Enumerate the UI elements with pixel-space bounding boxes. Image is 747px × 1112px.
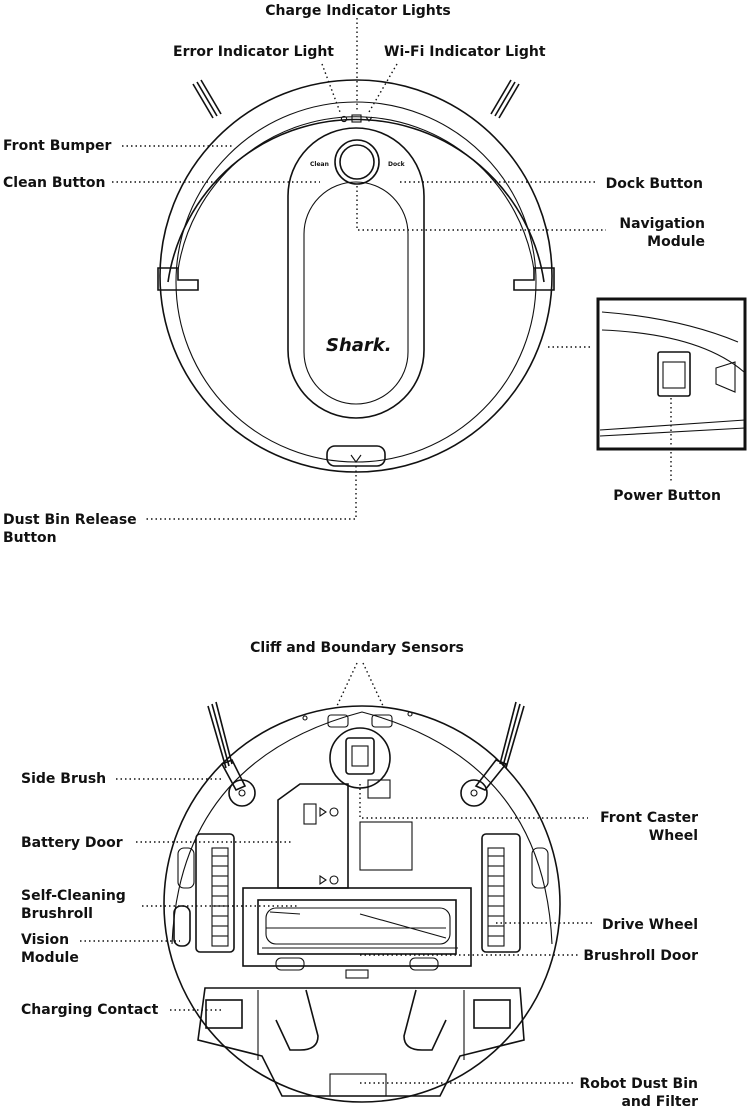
bottom-view-robot [163, 701, 561, 1103]
label-dust-bin-1: Robot Dust Bin [579, 1076, 698, 1092]
cliff-boundary-sensors [302, 711, 413, 728]
top-view-robot: Clean Dock Shark. [157, 79, 555, 473]
battery-door [277, 783, 349, 889]
charging-contact-left [205, 999, 243, 1029]
label-brushroll-door: Brushroll Door [583, 948, 698, 964]
top-side-brush-right [490, 79, 520, 119]
label-error-indicator-light: Error Indicator Light [173, 44, 334, 60]
drive-wheel-left [195, 833, 235, 953]
label-navigation-module-2: Module [647, 234, 705, 250]
label-charging-contact: Charging Contact [21, 1002, 159, 1018]
front-caster-wheel [329, 727, 391, 789]
charging-contact-right [473, 999, 511, 1029]
shark-logo: Shark. [326, 335, 392, 356]
label-drive-wheel: Drive Wheel [602, 917, 698, 933]
label-front-caster-2: Wheel [649, 828, 698, 844]
brushroll-door [242, 887, 472, 979]
power-button[interactable] [657, 351, 691, 397]
top-panel-inner [303, 181, 409, 405]
label-front-bumper: Front Bumper [3, 138, 111, 154]
robot-top-shell [175, 101, 537, 463]
label-power-button: Power Button [613, 488, 721, 504]
label-charge-indicator-lights: Charge Indicator Lights [265, 3, 451, 19]
top-side-brush-left [192, 79, 222, 119]
drive-wheel-right [481, 833, 521, 953]
bottom-side-brush-right [460, 701, 525, 807]
indicator-lights [340, 114, 373, 123]
front-bumper [167, 118, 545, 283]
clean-button-text[interactable]: Clean [310, 161, 329, 168]
label-navigation-module-1: Navigation [619, 216, 705, 232]
label-self-cleaning-1: Self-Cleaning [21, 888, 126, 904]
self-cleaning-brushroll [265, 907, 451, 945]
top-panel-outer [287, 127, 425, 419]
label-side-brush: Side Brush [21, 771, 106, 787]
label-vision-module-2: Module [21, 950, 79, 966]
label-front-caster-1: Front Caster [600, 810, 698, 826]
navigation-module [334, 139, 380, 185]
label-self-cleaning-2: Brushroll [21, 906, 93, 922]
label-dock-button: Dock Button [606, 176, 703, 192]
label-dust-bin-2: and Filter [621, 1094, 698, 1110]
bottom-leaders [80, 662, 594, 1084]
label-vision-module-1: Vision [21, 932, 69, 948]
label-dust-bin-release-1: Dust Bin Release [3, 512, 137, 528]
label-battery-door: Battery Door [21, 835, 123, 851]
bottom-side-brush-left [207, 701, 256, 807]
label-clean-button: Clean Button [3, 175, 105, 191]
top-leaders [112, 18, 672, 520]
label-cliff-sensors: Cliff and Boundary Sensors [250, 640, 464, 656]
robot-outer-body [159, 79, 553, 473]
vision-module [173, 905, 191, 947]
dust-bin-release-button[interactable] [326, 445, 386, 467]
dock-button-text[interactable]: Dock [388, 161, 406, 168]
label-dust-bin-release-2: Button [3, 530, 57, 546]
label-wifi-indicator-light: Wi-Fi Indicator Light [384, 44, 546, 60]
robot-dust-bin [197, 987, 525, 1097]
robot-underside-body [163, 705, 561, 1103]
